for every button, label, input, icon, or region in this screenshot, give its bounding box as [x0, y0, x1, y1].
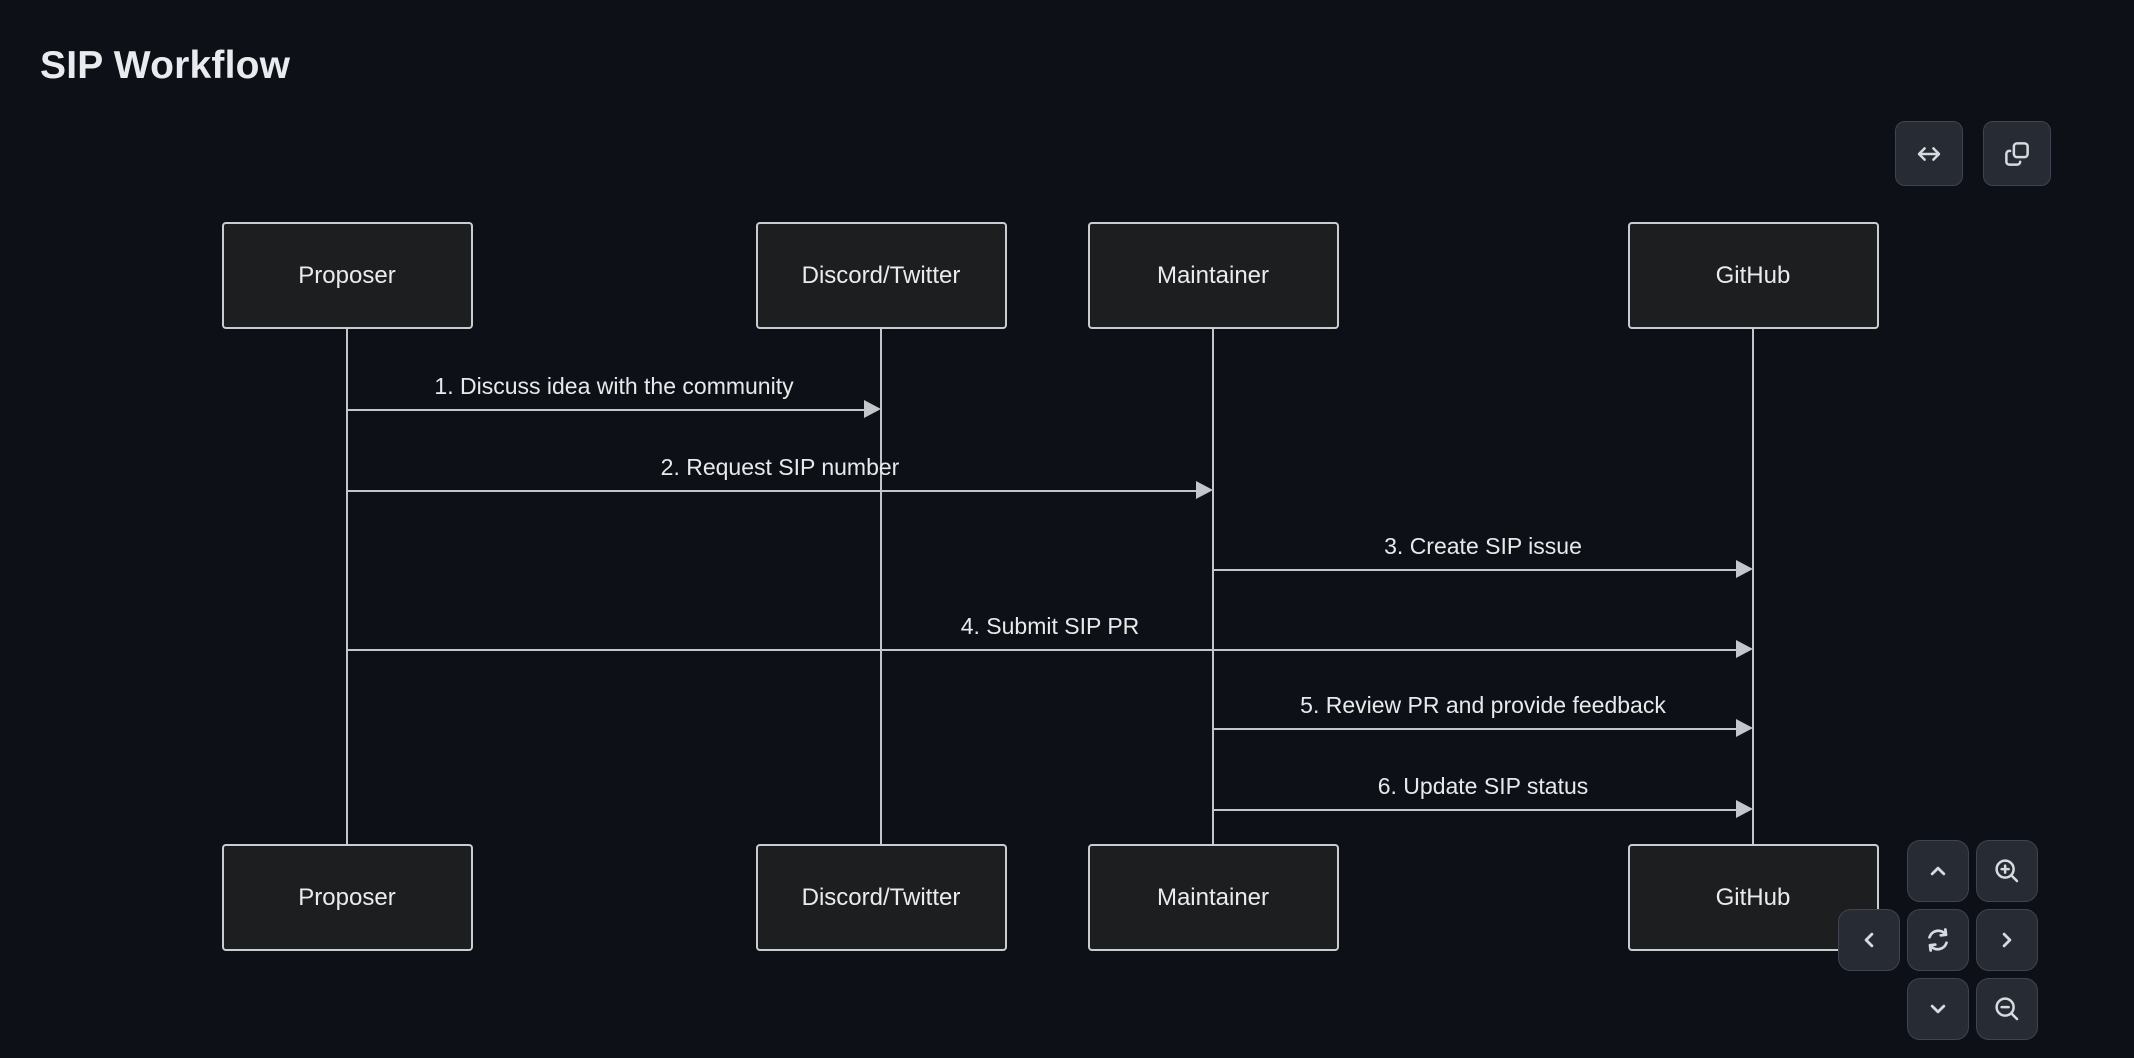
actor-discord-twitter-top: Discord/Twitter	[755, 222, 1007, 329]
lifeline-proposer	[346, 329, 348, 844]
actor-label: Proposer	[298, 883, 396, 911]
actor-label: GitHub	[1715, 261, 1791, 289]
arrowhead-6	[1736, 800, 1753, 818]
actor-maintainer-bottom: Maintainer	[1087, 844, 1339, 951]
message-line-2	[347, 490, 1209, 492]
actor-github-top: GitHub	[1627, 222, 1879, 329]
message-line-6	[1213, 809, 1749, 811]
reset-view-button[interactable]	[1907, 909, 1969, 971]
message-label-3: 3. Create SIP issue	[1384, 533, 1582, 559]
chevron-right-icon	[2002, 932, 2012, 948]
message-line-4	[347, 649, 1749, 651]
message-label-1: 1. Discuss idea with the community	[434, 373, 794, 399]
message-label-5: 5. Review PR and provide feedback	[1300, 692, 1666, 718]
message-label-2: 2. Request SIP number	[660, 454, 900, 480]
chevron-up-icon	[1930, 866, 1946, 876]
lifeline-maintainer	[1212, 329, 1214, 844]
zoom-out-icon	[1995, 997, 2019, 1021]
pan-right-button[interactable]	[1976, 909, 2038, 971]
actor-label: Discord/Twitter	[801, 261, 961, 289]
lifeline-github	[1752, 329, 1754, 844]
actor-label: GitHub	[1715, 883, 1791, 911]
message-label-6: 6. Update SIP status	[1377, 773, 1589, 799]
page-title: SIP Workflow	[40, 44, 291, 88]
actor-label: Maintainer	[1156, 261, 1270, 289]
message-line-3	[1213, 569, 1749, 571]
pan-left-button[interactable]	[1838, 909, 1900, 971]
actor-label: Discord/Twitter	[801, 883, 961, 911]
copy-button[interactable]	[1983, 121, 2051, 186]
arrowhead-1	[864, 400, 881, 418]
pan-down-button[interactable]	[1907, 978, 1969, 1040]
message-line-1	[347, 409, 877, 411]
actor-github-bottom: GitHub	[1627, 844, 1879, 951]
actor-proposer-top: Proposer	[221, 222, 473, 329]
message-label-4: 4. Submit SIP PR	[960, 613, 1140, 639]
arrowhead-5	[1736, 719, 1753, 737]
actor-proposer-bottom: Proposer	[221, 844, 473, 951]
zoom-out-button[interactable]	[1976, 978, 2038, 1040]
arrowhead-2	[1196, 481, 1213, 499]
chevron-left-icon	[1864, 932, 1874, 948]
refresh-icon	[1928, 928, 1948, 952]
pan-up-button[interactable]	[1907, 840, 1969, 902]
chevron-down-icon	[1930, 1004, 1946, 1014]
arrowhead-3	[1736, 560, 1753, 578]
copy-icon	[2005, 141, 2029, 166]
actor-discord-twitter-bottom: Discord/Twitter	[755, 844, 1007, 951]
arrowhead-4	[1736, 640, 1753, 658]
zoom-in-icon	[1995, 859, 2019, 883]
actor-maintainer-top: Maintainer	[1087, 222, 1339, 329]
zoom-in-button[interactable]	[1976, 840, 2038, 902]
arrows-left-right-icon	[1917, 146, 1941, 161]
actor-label: Proposer	[298, 261, 396, 289]
lifeline-discord-twitter	[880, 329, 882, 844]
message-line-5	[1213, 728, 1749, 730]
fit-width-button[interactable]	[1895, 121, 1963, 186]
actor-label: Maintainer	[1156, 883, 1270, 911]
